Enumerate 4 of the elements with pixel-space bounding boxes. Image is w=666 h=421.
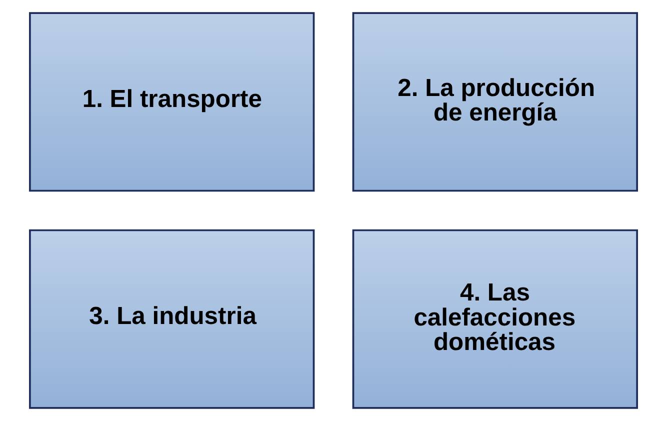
node-box: 4. Las calefacciones dométicas: [352, 229, 638, 409]
node-box: 2. La producción de energía: [352, 12, 638, 192]
node-box: 1. El transporte: [28, 12, 314, 192]
node-box: 3. La industria: [28, 229, 314, 409]
